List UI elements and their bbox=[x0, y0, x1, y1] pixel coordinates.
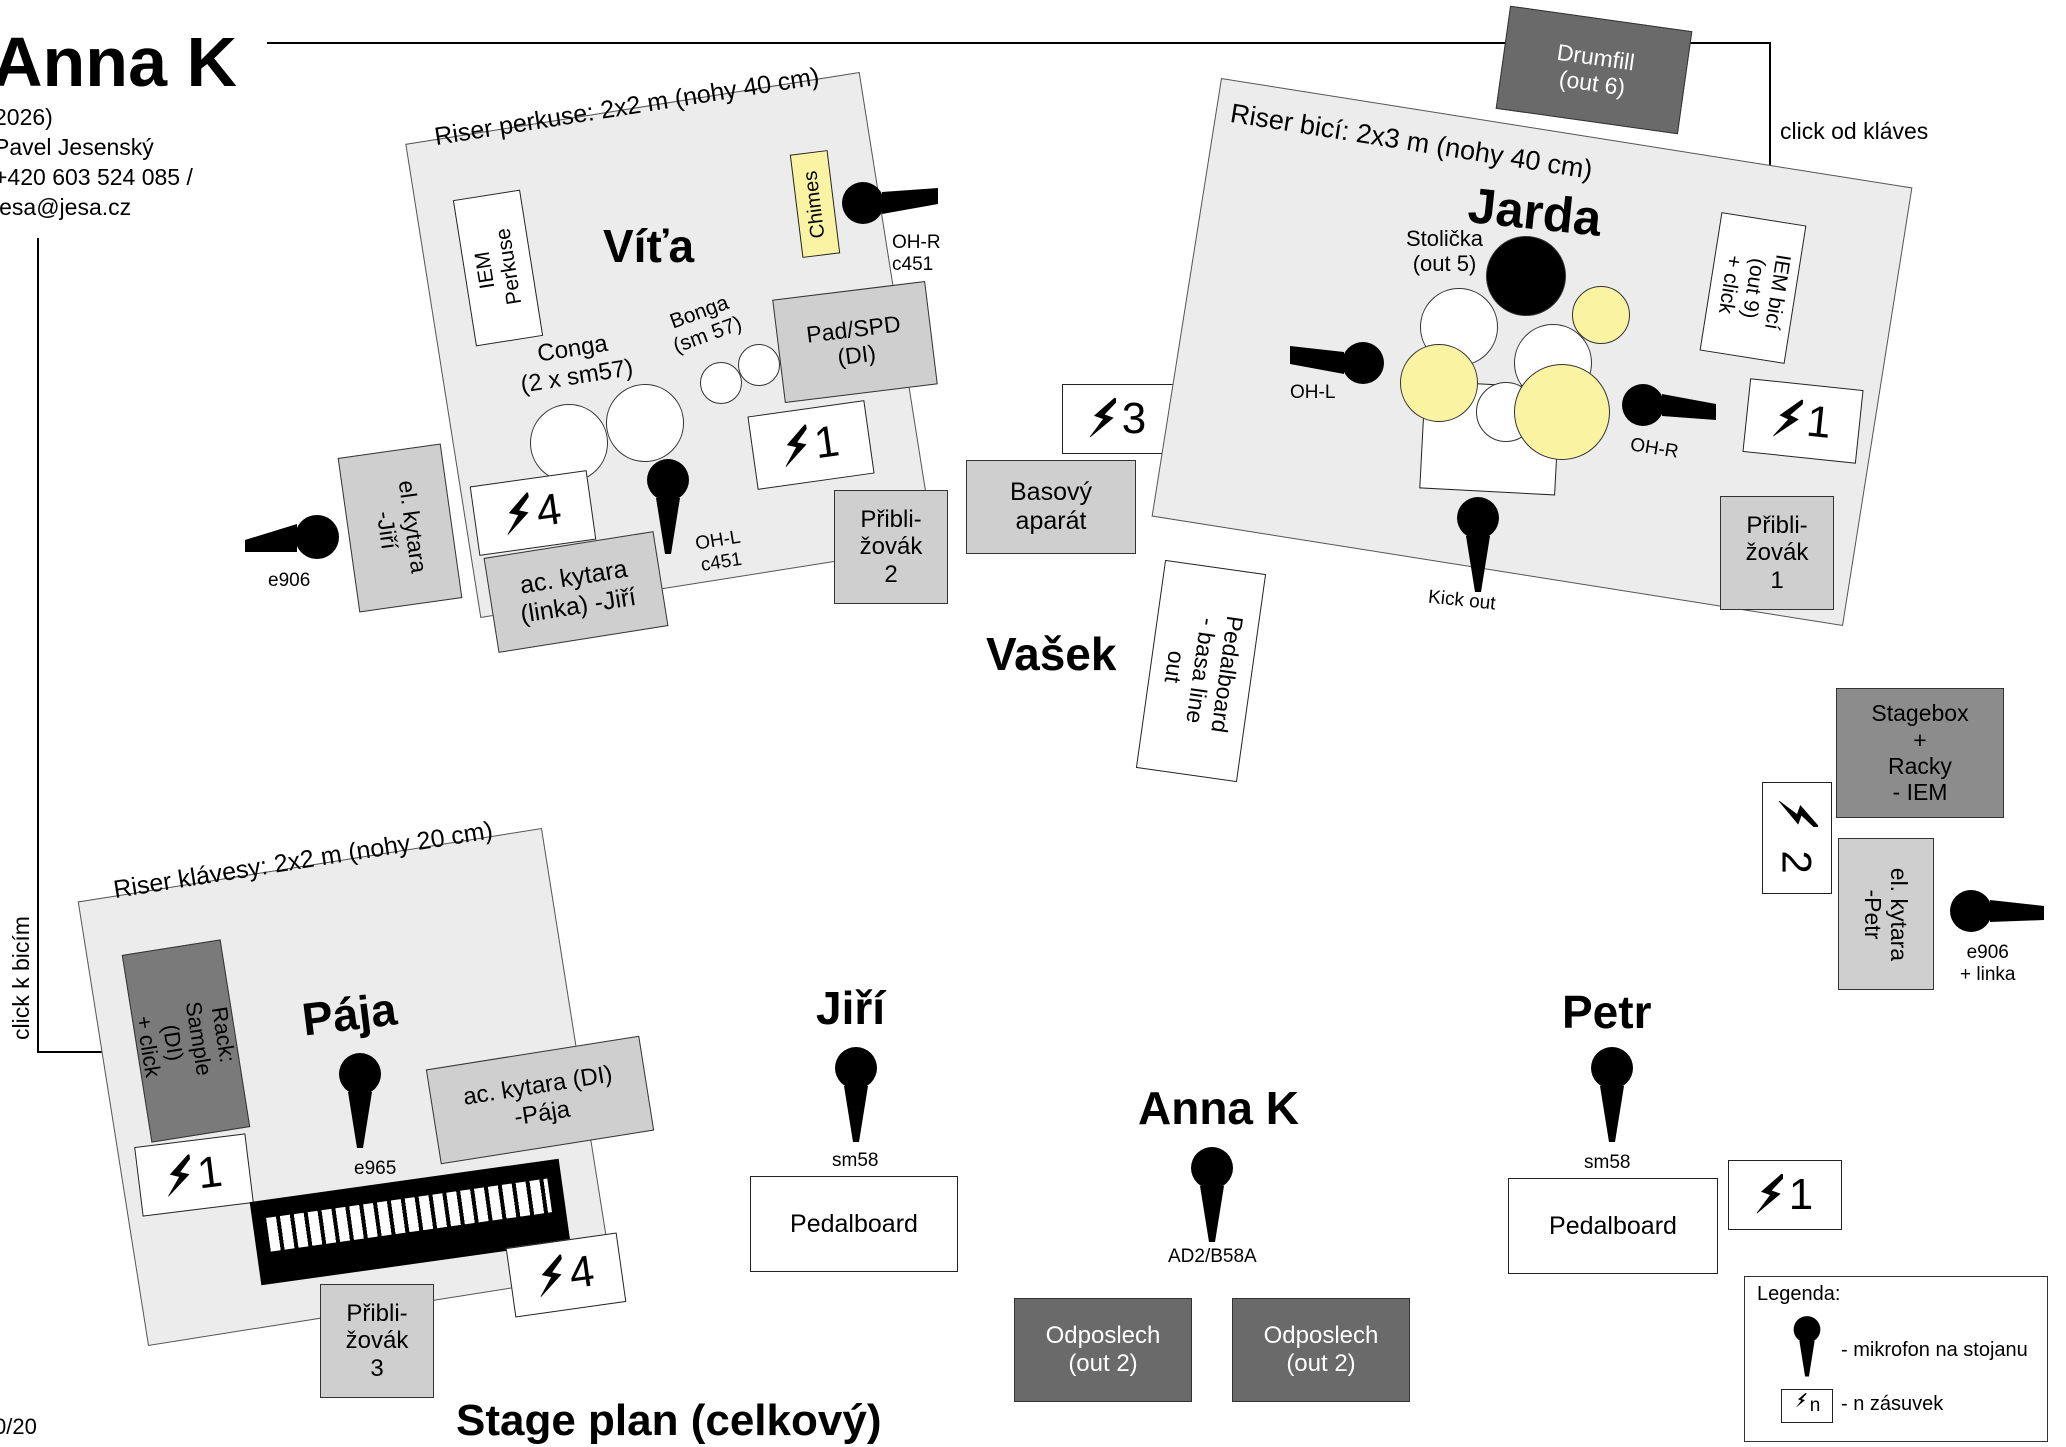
e906-right-label: e906 + linka bbox=[1960, 942, 2016, 985]
anna-name: Anna K bbox=[1138, 1082, 1299, 1134]
jiri-pedalboard[interactable]: Pedalboard bbox=[750, 1176, 958, 1272]
connector-line bbox=[1688, 42, 1771, 44]
power-count: 4 bbox=[566, 1246, 598, 1299]
power-outlet: 4 bbox=[505, 1232, 627, 1318]
el-guitar-amp-petr[interactable]: el. kytara -Petr bbox=[1838, 838, 1934, 990]
wedge-2[interactable]: Přibli- žovák 2 bbox=[834, 490, 948, 604]
bass-amp[interactable]: Basový aparát bbox=[966, 460, 1136, 554]
power-count: 1 bbox=[811, 416, 843, 469]
e965-mic-icon[interactable] bbox=[338, 1052, 382, 1148]
iem-percussion-label: IEM Perkuse bbox=[471, 226, 527, 307]
connector-line bbox=[37, 238, 39, 1053]
oh-l-perc-label: OH-L c451 bbox=[693, 526, 744, 576]
connector-line bbox=[37, 1051, 137, 1053]
conga-drum[interactable] bbox=[530, 404, 608, 482]
power-bolt-icon bbox=[1757, 1171, 1783, 1219]
cymbal[interactable] bbox=[1514, 364, 1610, 460]
stool-label: Stolička (out 5) bbox=[1406, 226, 1484, 277]
legend-mic-desc: - mikrofon na stojanu bbox=[1841, 1339, 2028, 1361]
page-number: 0/20 bbox=[0, 1414, 37, 1439]
power-outlet: 1 bbox=[1742, 378, 1864, 464]
legend-mic-icon bbox=[1793, 1315, 1821, 1377]
el-guitar-amp-jiri[interactable]: el. kytara -Jiří bbox=[337, 443, 463, 613]
el-guitar-amp-petr-label: el. kytara -Petr bbox=[1859, 867, 1913, 961]
power-count: 2 bbox=[1773, 850, 1821, 874]
power-count: 1 bbox=[1804, 396, 1834, 448]
contact-phone: +420 603 524 085 / bbox=[0, 164, 193, 190]
kick-mic-icon[interactable] bbox=[1456, 496, 1500, 592]
cymbal[interactable] bbox=[1572, 286, 1630, 344]
jiri-mic-label: sm58 bbox=[832, 1150, 879, 1171]
band-title: Anna K bbox=[0, 23, 237, 101]
power-bolt-icon bbox=[163, 1151, 195, 1202]
petr-pedalboard[interactable]: Pedalboard bbox=[1508, 1178, 1718, 1274]
bass-pedalboard-label: Pedalboard - basa line out bbox=[1159, 614, 1249, 735]
drum-stool[interactable] bbox=[1486, 236, 1566, 316]
wedge-1[interactable]: Přibli- žovák 1 bbox=[1720, 496, 1834, 610]
power-count: 1 bbox=[194, 1146, 225, 1199]
click-to-drums-label: click k bicím bbox=[8, 916, 34, 1040]
power-count: 4 bbox=[533, 484, 565, 537]
drumfill-monitor[interactable]: Drumfill (out 6) bbox=[1495, 5, 1693, 135]
connector-line bbox=[267, 42, 1507, 44]
percussionist-name: Víťa bbox=[603, 220, 695, 272]
legend-power-desc: - n zásuvek bbox=[1841, 1393, 1944, 1415]
legend-title: Legenda: bbox=[1757, 1283, 1841, 1305]
e906-left-label: e906 bbox=[268, 570, 311, 591]
bass-pedalboard[interactable]: Pedalboard - basa line out bbox=[1135, 559, 1267, 783]
jiri-name: Jiří bbox=[816, 982, 886, 1034]
legend-power-symbol: n bbox=[1809, 1395, 1821, 1416]
iem-drums-label: IEM bicí (out 9) + click bbox=[1713, 252, 1795, 332]
conga-drum[interactable] bbox=[606, 384, 684, 462]
power-outlet: 2 bbox=[1762, 782, 1832, 894]
power-outlet: 3 bbox=[1062, 384, 1174, 454]
pad-spd[interactable]: Pad/SPD (DI) bbox=[772, 281, 938, 403]
wedge-3[interactable]: Přibli- žovák 3 bbox=[320, 1284, 434, 1398]
power-bolt-icon bbox=[1794, 1393, 1808, 1419]
power-count: 1 bbox=[1788, 1170, 1814, 1219]
e965-label: e965 bbox=[354, 1158, 397, 1179]
chimes-label: Chimes bbox=[799, 169, 830, 240]
oh-r-perc-mic-icon[interactable] bbox=[840, 180, 940, 226]
power-bolt-icon bbox=[1772, 394, 1803, 444]
contact-email[interactable]: jesa@jesa.cz bbox=[0, 194, 132, 220]
cymbal[interactable] bbox=[1400, 344, 1478, 422]
power-bolt-icon bbox=[535, 1252, 567, 1303]
e906-left-mic-icon[interactable] bbox=[245, 512, 341, 562]
anna-mic-label: AD2/B58A bbox=[1168, 1246, 1257, 1267]
e906-right-mic-icon[interactable] bbox=[1948, 888, 2044, 934]
petr-name: Petr bbox=[1562, 986, 1652, 1038]
contact-name: Pavel Jesenský bbox=[0, 134, 154, 160]
power-count: 3 bbox=[1121, 394, 1147, 443]
monitor-1[interactable]: Odposlech (out 2) bbox=[1014, 1298, 1192, 1402]
bonga-drum[interactable] bbox=[700, 362, 742, 404]
stagebox[interactable]: Stagebox + Racky - IEM bbox=[1836, 688, 2004, 818]
legend: Legenda: - mikrofon na stojanu n - n zás… bbox=[1744, 1276, 2048, 1442]
click-label: click od kláves bbox=[1780, 118, 1929, 144]
monitor-2[interactable]: Odposlech (out 2) bbox=[1232, 1298, 1410, 1402]
power-bolt-icon bbox=[502, 490, 534, 541]
year-label: 2026) bbox=[0, 104, 53, 130]
oh-l-drum-mic-icon[interactable] bbox=[1290, 340, 1386, 386]
petr-mic-label: sm58 bbox=[1584, 1152, 1631, 1173]
anna-mic-icon[interactable] bbox=[1190, 1146, 1234, 1242]
petr-mic-icon[interactable] bbox=[1590, 1046, 1634, 1142]
bonga-drum[interactable] bbox=[738, 344, 780, 386]
power-bolt-icon bbox=[1773, 801, 1821, 827]
bassist-name: Vašek bbox=[986, 628, 1117, 680]
oh-r-drum-mic-icon[interactable] bbox=[1620, 382, 1716, 428]
power-outlet: 1 bbox=[1728, 1160, 1842, 1230]
power-outlet: 1 bbox=[134, 1133, 254, 1217]
page-title: Stage plan (celkový) bbox=[456, 1396, 882, 1445]
jiri-mic-icon[interactable] bbox=[834, 1046, 878, 1142]
oh-r-perc-label: OH-R c451 bbox=[892, 232, 941, 275]
legend-power-icon: n bbox=[1781, 1389, 1833, 1423]
power-bolt-icon bbox=[1090, 395, 1116, 443]
el-guitar-amp-jiri-label: el. kytara -Jiří bbox=[371, 478, 433, 575]
keys-rack-label: Rack: Sample (DI) + click bbox=[131, 1000, 241, 1080]
connector-line bbox=[1769, 42, 1771, 230]
oh-l-drum-label: OH-L bbox=[1290, 382, 1336, 403]
power-bolt-icon bbox=[780, 422, 812, 473]
